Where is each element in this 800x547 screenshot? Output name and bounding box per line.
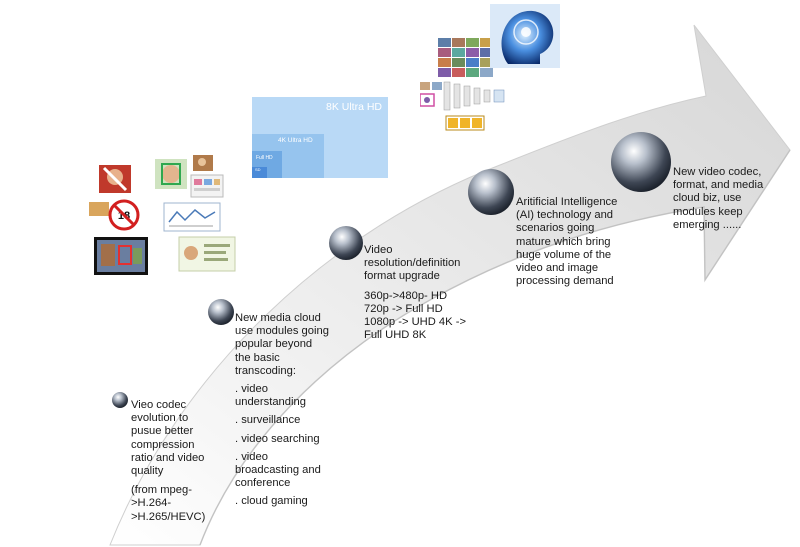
step-1-line: evolution to <box>131 412 189 425</box>
step-3-line: Video <box>364 244 393 256</box>
step-1-line: pusue better <box>131 425 194 438</box>
resolution-comparison-graphic: 8K Ultra HD 4K Ultra HD Full HD SD <box>252 97 388 178</box>
step-2-line: use modules going <box>235 325 329 338</box>
step-2-line: transcoding: <box>235 364 296 377</box>
step-1-note: >H.265/HEVC) <box>131 510 206 523</box>
step-4-text: Aritificial Intelligence (AI) technology… <box>516 196 617 288</box>
step-3-detail: 1080p -> UHD 4K -> <box>364 316 466 329</box>
step-2-line: New media cloud <box>235 312 321 324</box>
step-1-note: >H.264- <box>131 497 172 510</box>
step-3-text: Video resolution/definition format upgra… <box>364 244 466 342</box>
res-4k-label: 4K Ultra HD <box>278 137 313 144</box>
age-18-icon: 18 <box>89 199 140 231</box>
face-detection-icon <box>155 159 187 189</box>
step-3-line: resolution/definition <box>364 257 461 270</box>
step-4-line: (AI) technology and <box>516 209 614 222</box>
image-recognition-icon <box>190 174 224 198</box>
surveillance-icon <box>94 237 148 275</box>
step-2-bullet: broadcasting and <box>235 464 321 477</box>
step-2-bullet: . video <box>235 383 268 396</box>
milestone-ball-2 <box>208 299 234 325</box>
step-4-line: processing demand <box>516 275 614 288</box>
step-5-line: format, and media <box>673 179 764 192</box>
photo-thumbnail-icon <box>193 155 213 171</box>
res-sd-label: SD <box>255 167 261 172</box>
step-5-line: cloud biz, use <box>673 192 742 205</box>
step-2-text: New media cloud use modules going popula… <box>235 312 329 509</box>
step-5-line: modules keep <box>673 205 743 218</box>
step-4-line: video and image <box>516 262 599 275</box>
step-1-line: ratio and video <box>131 451 205 464</box>
step-1-line: compression <box>131 438 195 451</box>
step-2-line: popular beyond <box>235 338 313 351</box>
arrow-shadow <box>199 149 791 546</box>
step-4-line: scenarios going <box>516 222 595 235</box>
ai-brain-icon <box>490 4 560 68</box>
step-4-line: mature which bring <box>516 235 611 248</box>
step-2-bullet: . video searching <box>235 432 320 445</box>
step-5-text: New video codec, format, and media cloud… <box>673 166 763 232</box>
step-2-bullet: . video <box>235 450 268 463</box>
res-hd-label: Full HD <box>256 155 273 161</box>
step-3-line: format upgrade <box>364 270 440 283</box>
res-8k-label: 8K Ultra HD <box>325 101 382 113</box>
milestone-ball-4 <box>468 169 514 215</box>
image-grid-icon <box>438 38 493 77</box>
step-1-text: Vieo codec evolution to pusue better com… <box>131 399 205 524</box>
step-4-line: Aritificial Intelligence <box>516 196 618 208</box>
step-3-detail: Full UHD 8K <box>364 329 427 342</box>
step-2-bullet: . cloud gaming <box>235 495 308 508</box>
milestone-ball-5 <box>611 132 671 192</box>
step-5-line: emerging ...... <box>673 218 742 231</box>
step-3-detail: 720p -> Full HD <box>364 302 443 315</box>
document-scan-icon <box>178 236 236 272</box>
step-5-line: New video codec, <box>673 166 762 178</box>
step-1-line: Vieo codec <box>131 399 187 411</box>
milestone-ball-1 <box>112 392 128 408</box>
milestone-ball-3 <box>329 226 363 260</box>
step-2-line: the basic <box>235 351 280 364</box>
step-4-line: huge volume of the <box>516 248 612 261</box>
step-1-note: (from mpeg- <box>131 484 192 497</box>
sample-images-icon <box>420 82 442 107</box>
step-2-bullet: . surveillance <box>235 414 301 427</box>
res-sd-block <box>252 167 267 178</box>
restricted-content-icon <box>99 165 131 193</box>
neural-network-icon <box>443 81 505 131</box>
step-3-detail: 360p->480p- HD <box>364 289 448 302</box>
step-2-bullet: understanding <box>235 396 306 409</box>
step-2-bullet: conference <box>235 477 291 490</box>
step-1-line: quality <box>131 465 164 478</box>
text-recognition-icon <box>163 202 221 232</box>
